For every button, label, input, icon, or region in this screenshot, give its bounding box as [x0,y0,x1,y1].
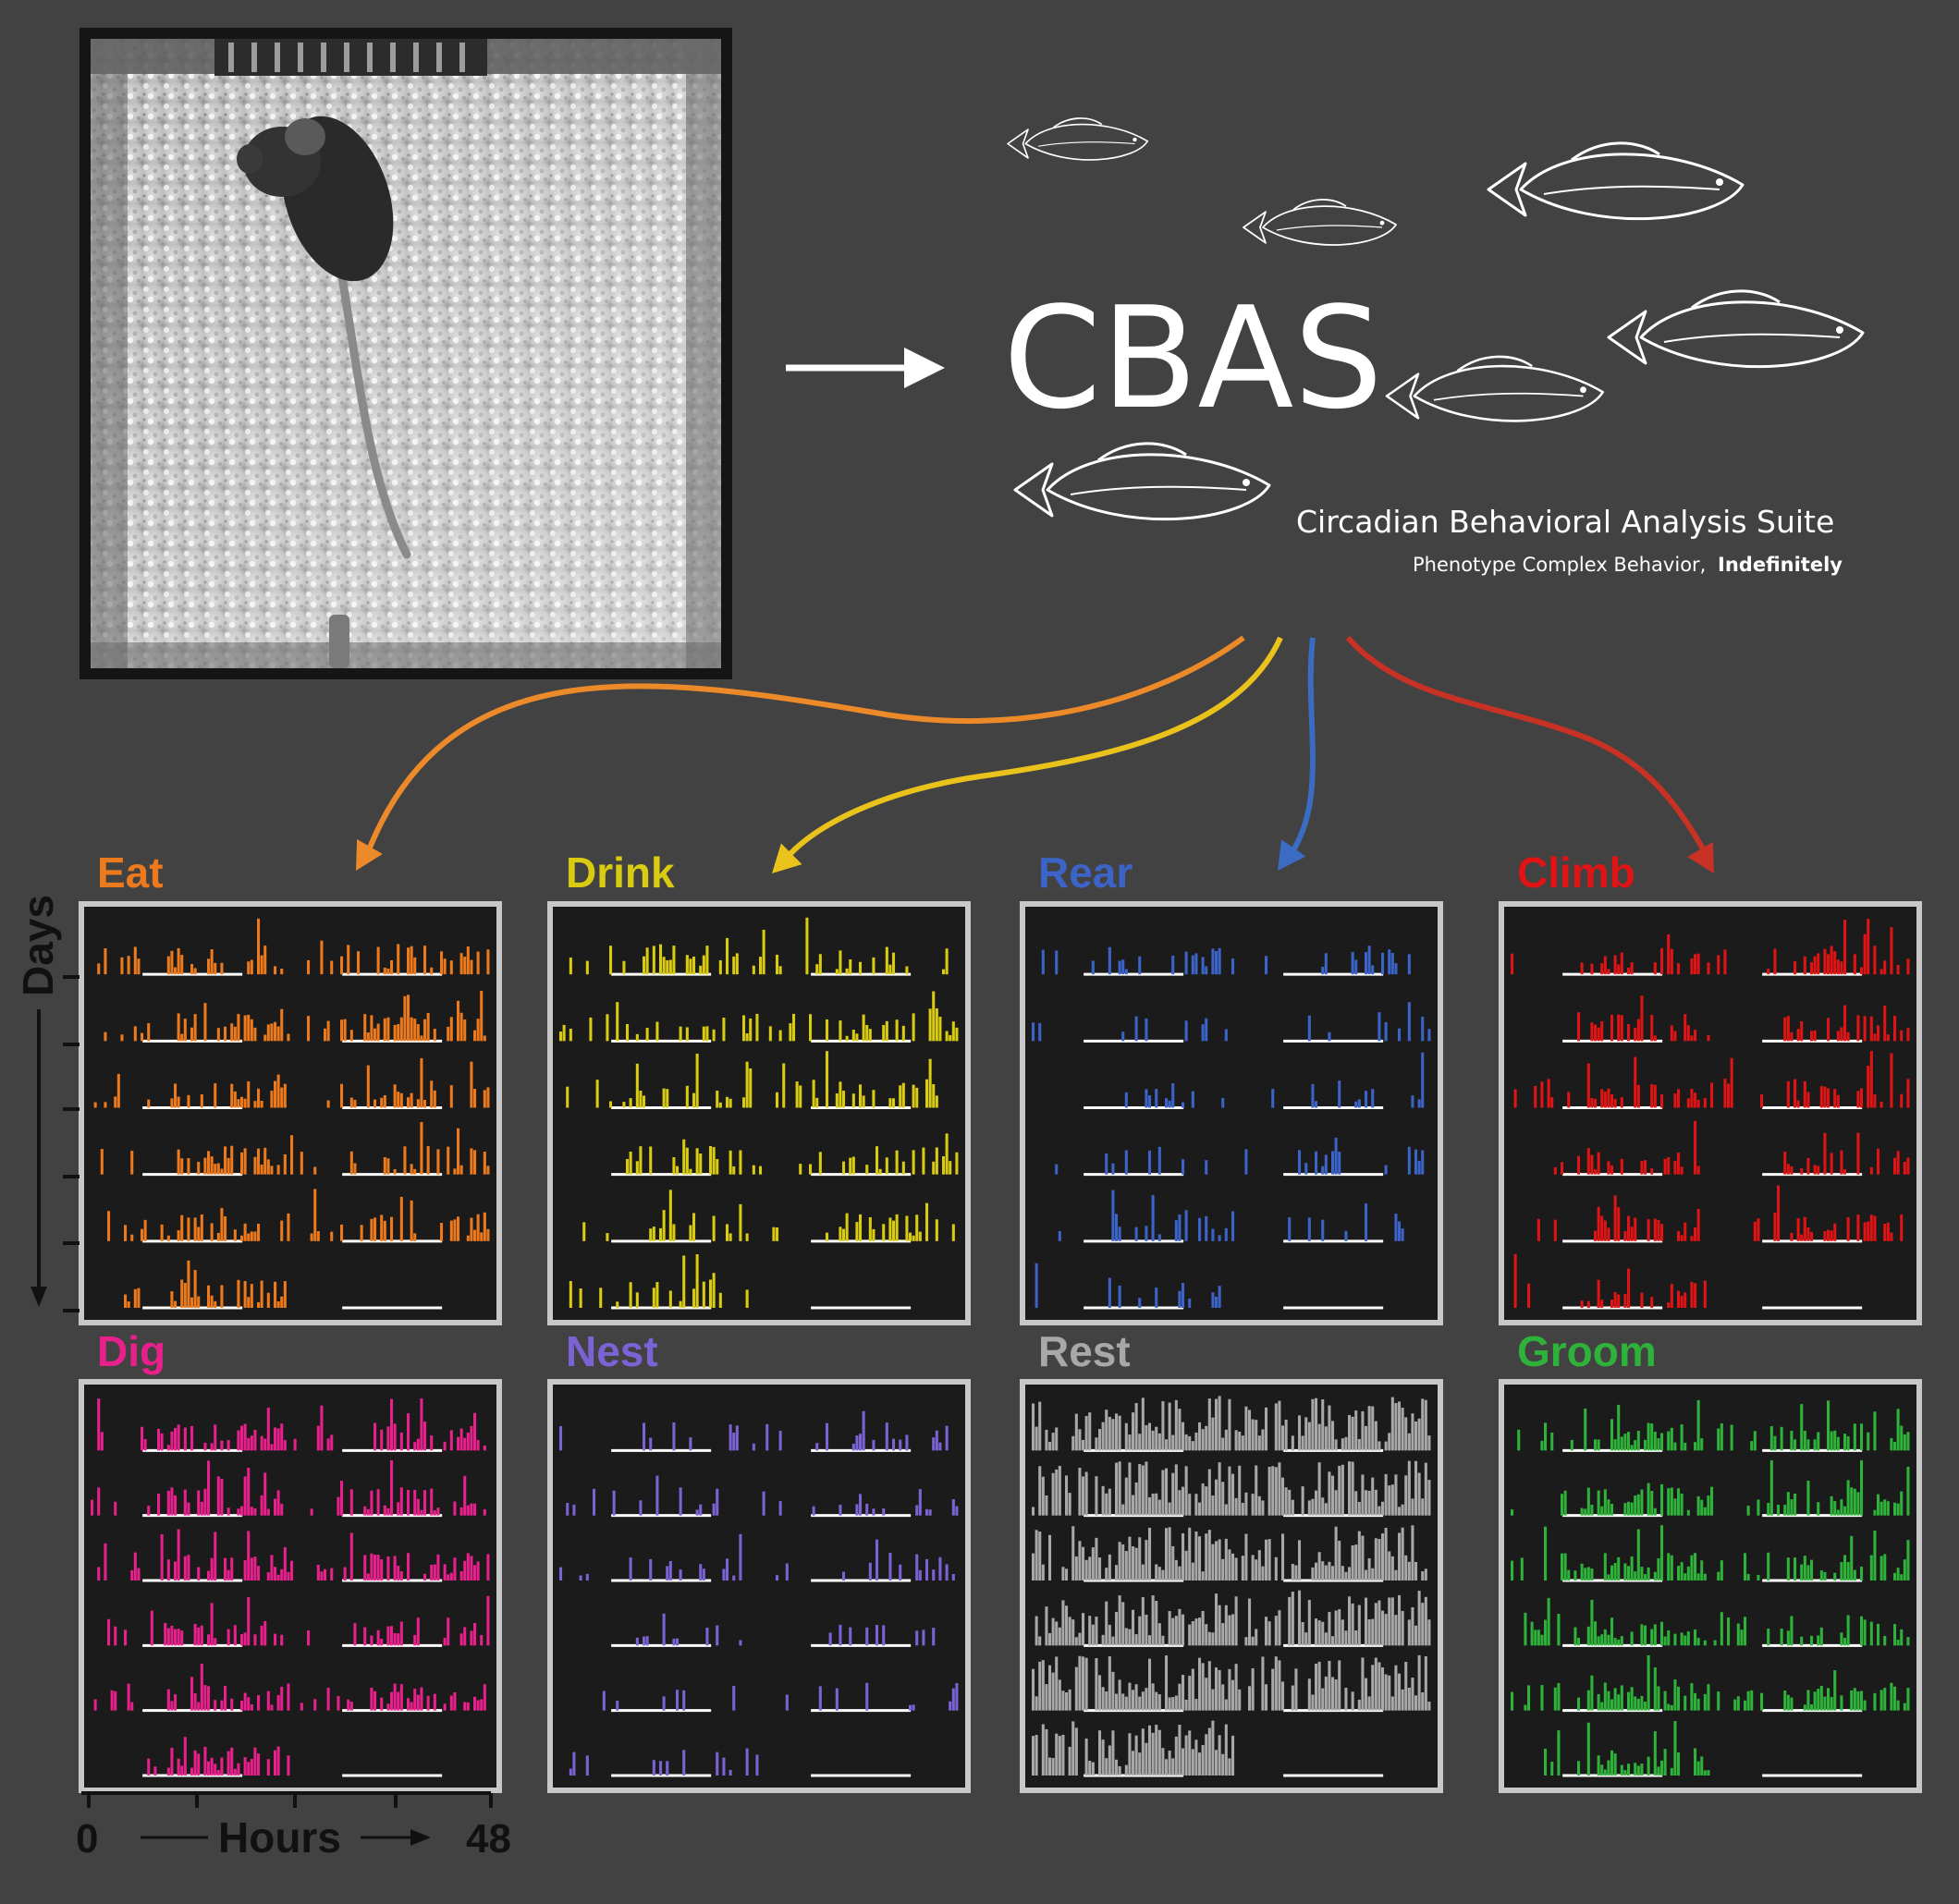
hours-axis-start: 0 [76,1816,98,1861]
hours-axis-end: 48 [466,1816,511,1861]
fish-icon [1243,199,1397,246]
fish-decorations [1007,117,1865,521]
axis-ticks [63,975,493,1808]
behavior-label-rear: Rear [1038,848,1133,897]
arrow-to-eat [362,635,1245,861]
logo-title: CBAS [1003,276,1383,440]
fish-icon [1487,141,1745,221]
tagline-prefix: Phenotype Complex Behavior, [1413,554,1706,576]
actogram-climb: Climb [1499,848,1922,1325]
logo-tagline: Phenotype Complex Behavior, Indefinitely [1413,554,1843,576]
behavior-label-nest: Nest [566,1327,658,1375]
logo-subtitle: Circadian Behavioral Analysis Suite [1296,504,1834,540]
behavior-label-eat: Eat [97,848,164,897]
flow-arrow [786,348,945,388]
behavior-label-dig: Dig [97,1327,165,1375]
actogram-drink: Drink [547,848,971,1325]
actogram-nest: Nest [547,1327,971,1793]
actogram-dig: Dig [79,1327,502,1793]
hours-axis-label: Hours [218,1813,341,1861]
actogram-groom: Groom [1499,1327,1922,1793]
behavior-label-rest: Rest [1038,1327,1131,1375]
hours-axis: 0 Hours 48 [76,1813,511,1861]
actogram-rest: Rest [1020,1327,1443,1793]
cbas-logo: CBAS Circadian Behavioral Analysis Suite… [1003,276,1843,576]
arrow-to-climb [1345,636,1713,863]
tagline-emphasis: Indefinitely [1718,554,1843,576]
arrow-to-drink [778,636,1283,866]
days-axis: Days [14,895,62,1307]
feeder-grid [214,39,487,76]
fish-icon [1013,442,1271,521]
fish-icon [1007,117,1149,161]
actogram-rear: Rear [1020,848,1443,1325]
behavior-label-climb: Climb [1517,848,1635,897]
fish-icon [1385,355,1605,422]
arrow-to-rear [1282,637,1316,864]
behavior-label-drink: Drink [566,848,675,897]
behavior-arrows [356,635,1714,873]
fish-icon [1607,289,1865,369]
actogram-eat: Eat [79,848,502,1325]
camera-frame [80,28,732,679]
mouse [237,116,411,559]
days-axis-label: Days [14,895,62,996]
behavior-label-groom: Groom [1517,1327,1657,1375]
